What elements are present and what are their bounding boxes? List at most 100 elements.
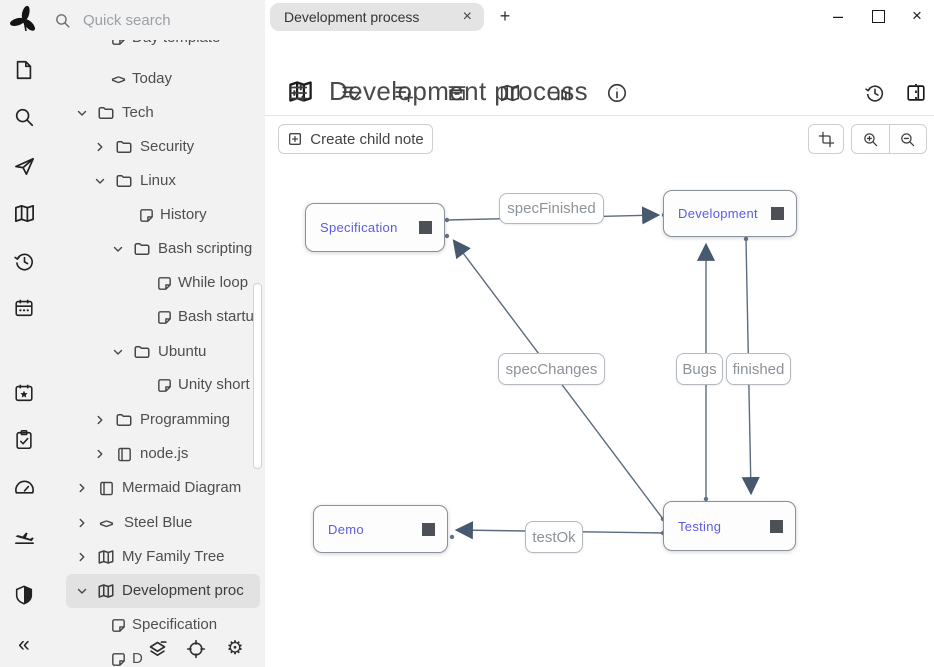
gear-icon[interactable]: ⚙	[226, 638, 244, 659]
zoom-in-button[interactable]	[852, 125, 889, 153]
node-handle[interactable]	[422, 522, 435, 536]
crop-icon	[818, 131, 834, 147]
node-label[interactable]: Demo	[328, 521, 364, 537]
maximize-button[interactable]	[863, 4, 893, 28]
jump-to-note-icon[interactable]	[0, 149, 48, 183]
split-view-icon[interactable]	[903, 80, 929, 106]
tree-item-bash-scripting[interactable]: Bash scripting	[48, 232, 265, 266]
chevron-right-icon[interactable]	[90, 410, 110, 430]
more-options-icon[interactable]: ⋮	[906, 82, 926, 103]
basic-properties-icon[interactable]	[283, 78, 313, 108]
tab-development-process[interactable]: Development process ×	[270, 3, 484, 31]
tree-item-programming[interactable]: Programming	[48, 403, 265, 437]
tree-item-label: Specification	[132, 616, 218, 633]
tree-item-label: Mermaid Diagram	[122, 479, 242, 496]
tree-item-mermaid-diagrams[interactable]: Mermaid Diagram	[48, 471, 265, 505]
note-paths-icon[interactable]	[442, 78, 472, 108]
node-handle[interactable]	[419, 221, 432, 234]
close-icon[interactable]: ×	[462, 8, 472, 25]
search-icon	[56, 13, 70, 28]
note-info-icon[interactable]	[602, 78, 632, 108]
tree-item-bash-startup[interactable]: Bash startu	[48, 300, 265, 334]
tree-item-truncated[interactable]: D	[48, 642, 265, 667]
chevron-right-icon[interactable]	[90, 137, 110, 157]
reset-pan-zoom-button[interactable]	[808, 124, 844, 154]
tree-item-label: Ubuntu	[158, 343, 207, 360]
relation-map-canvas[interactable]: Specification Development Demo Testing s…	[265, 160, 934, 667]
code-icon: <>	[111, 71, 125, 87]
chevron-down-icon[interactable]	[72, 581, 92, 601]
tree-item-today[interactable]: <> Today	[48, 62, 265, 96]
node-label[interactable]: Testing	[678, 518, 722, 534]
chevron-right-icon[interactable]	[72, 513, 92, 533]
quick-search-bar	[48, 0, 265, 40]
main-pane: Development process × + – × Development …	[265, 0, 934, 667]
search-icon[interactable]	[0, 100, 48, 134]
tree-item-label: node.js	[140, 445, 189, 462]
chevron-right-icon[interactable]	[72, 547, 92, 567]
relation-edges	[444, 206, 760, 540]
chevron-right-icon[interactable]	[72, 478, 92, 498]
tree-item-steel-blue[interactable]: <> Steel Blue	[48, 506, 265, 540]
tab-bar: Development process × + – ×	[265, 0, 934, 32]
create-child-note-button[interactable]: Create child note	[278, 124, 433, 154]
diagram-node-demo[interactable]: Demo	[313, 505, 448, 553]
tree-item-development-process[interactable]: Development proc	[66, 574, 260, 608]
chevron-down-icon[interactable]	[108, 239, 128, 259]
note-icon	[154, 375, 174, 395]
node-handle[interactable]	[770, 519, 783, 533]
shield-icon[interactable]	[0, 578, 48, 612]
tree-item-unity-shortcuts[interactable]: Unity short	[48, 368, 265, 402]
tree-item-label: While loop	[178, 274, 249, 291]
tree-item-label: Bash scripting	[158, 240, 253, 257]
node-handle[interactable]	[771, 207, 784, 220]
tree-item-ubuntu[interactable]: Ubuntu	[48, 335, 265, 369]
zoom-out-button[interactable]	[888, 125, 927, 153]
dashboard-icon[interactable]	[0, 471, 48, 505]
calendar-star-icon[interactable]	[0, 376, 48, 410]
travel-icon[interactable]	[0, 519, 48, 553]
close-button[interactable]: ×	[912, 6, 922, 25]
owned-attributes-icon[interactable]	[336, 78, 366, 108]
inherited-attributes-icon[interactable]	[389, 78, 419, 108]
chevron-down-icon[interactable]	[72, 103, 92, 123]
locate-icon[interactable]	[185, 638, 207, 660]
collapse-panel-icon[interactable]: «	[18, 633, 30, 656]
note-map-icon[interactable]	[495, 78, 525, 108]
node-label[interactable]: Development	[678, 206, 758, 221]
tree-item-specification[interactable]: Specification	[48, 608, 265, 642]
tree-item-my-family-tree[interactable]: My Family Tree	[48, 540, 265, 574]
tree-item-history[interactable]: History	[48, 198, 265, 232]
quick-search-input[interactable]	[81, 10, 245, 30]
note-map-icon[interactable]	[0, 196, 48, 230]
trilium-logo-icon	[0, 3, 48, 37]
new-note-icon[interactable]	[0, 53, 48, 87]
edge-label-testok: testOk	[525, 521, 583, 553]
folder-icon	[96, 103, 116, 123]
tree-item-tech[interactable]: Tech	[48, 96, 265, 130]
layers-icon[interactable]	[146, 638, 168, 660]
chevron-down-icon[interactable]	[108, 342, 128, 362]
tree-item-security[interactable]: Security	[48, 130, 265, 164]
new-tab-button[interactable]: +	[499, 5, 511, 26]
diagram-node-specification[interactable]: Specification	[305, 203, 445, 252]
node-label[interactable]: Specification	[320, 220, 398, 235]
diagram-node-testing[interactable]: Testing	[663, 501, 796, 551]
chevron-down-icon[interactable]	[90, 171, 110, 191]
chevron-right-icon[interactable]	[90, 444, 110, 464]
minimize-button[interactable]: –	[832, 5, 843, 26]
zoom-button-group	[851, 124, 927, 154]
task-list-icon[interactable]	[0, 423, 48, 457]
tree-item-nodejs[interactable]: node.js	[48, 437, 265, 471]
diagram-node-development[interactable]: Development	[663, 190, 797, 237]
calendar-icon[interactable]	[0, 291, 48, 325]
zoom-out-icon	[901, 132, 915, 146]
similar-notes-icon[interactable]	[549, 78, 579, 108]
zoom-in-icon	[863, 132, 877, 146]
note-revisions-icon[interactable]	[860, 78, 890, 108]
tree-item-linux[interactable]: Linux	[48, 164, 265, 198]
recent-changes-icon[interactable]	[0, 244, 48, 278]
tree-item-while-loop[interactable]: While loop	[48, 266, 265, 300]
folder-icon	[114, 137, 134, 157]
tree-scrollbar[interactable]	[253, 283, 262, 469]
